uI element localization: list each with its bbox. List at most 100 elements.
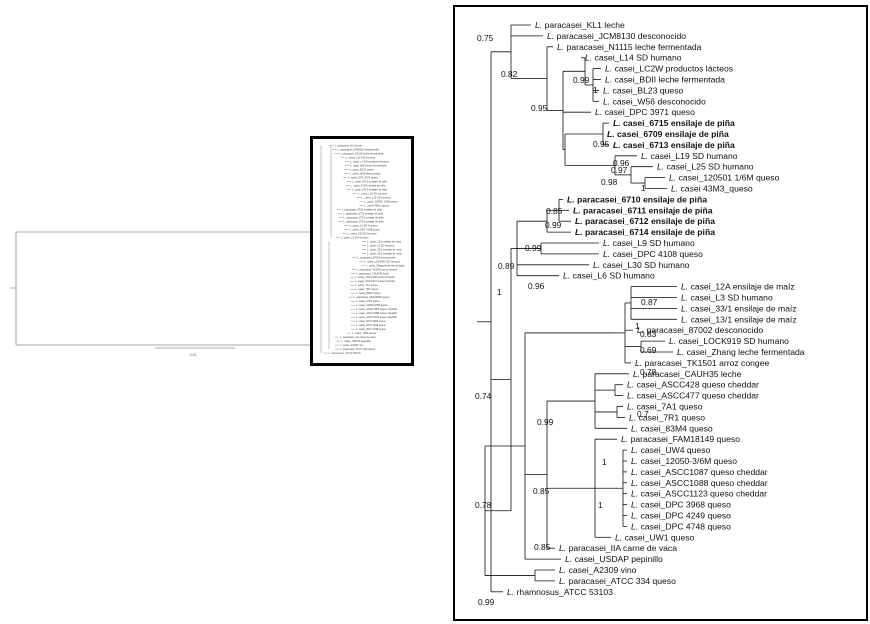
leaf-name: casei_USDAP pepinillo: [575, 554, 663, 564]
leaf-name: casei_L19 SD humano: [651, 151, 738, 161]
leaf-label: L. paracasei_6710 ensilaje de piña: [567, 194, 707, 204]
leaf-name: casei_12050-3/6M queso: [641, 456, 738, 466]
leaf-genus: L.: [669, 336, 679, 346]
leaf-name: casei_L6 SD humano: [573, 271, 655, 281]
leaf-genus: L.: [633, 369, 643, 379]
leaf-label: L. casei_L25 SD humano: [657, 162, 754, 172]
leaf-genus: L.: [631, 456, 641, 466]
mini-leaf-label: L. casei_83M4 queso: [356, 291, 381, 295]
leaf-genus: L.: [629, 412, 639, 422]
mini-leaf-label: L. casei_7A1 queso: [355, 283, 378, 287]
leaf-name: casei 43M3_queso: [681, 184, 753, 194]
support-value: 0.75: [477, 33, 494, 43]
overview-root-branch: [10, 231, 318, 346]
leaf-label: L. paracasei_CAUH35 leche: [633, 369, 742, 379]
mini-leaf-label: L. casei_33/1 ensilaje de maíz: [367, 247, 403, 251]
mini-leaf-label: L. casei_DPC 4249 queso: [356, 323, 387, 327]
leaf-genus: L.: [635, 358, 645, 368]
mini-leaf-label: L. casei_12050-3/6M queso: [356, 303, 389, 307]
leaf-name: casei_L14 SD humano: [595, 53, 682, 63]
leaf-name: casei_7A1 queso: [637, 402, 703, 412]
leaf-genus: L.: [681, 314, 691, 324]
leaf-name: casei_DPC 4108 queso: [613, 249, 704, 259]
leaf-label: L. casei_83M4 queso: [631, 423, 713, 433]
leaf-name: casei_Zhang leche fermentada: [687, 347, 805, 357]
leaf-name: casei_ASCC1088 queso cheddar: [641, 478, 768, 488]
leaf-name: casei_LOCK919 SD humano: [679, 336, 790, 346]
overview-tree: 0.01: [10, 231, 318, 357]
support-value: 0.85: [546, 206, 563, 216]
leaf-label: L. paracasei_IIA carne de vaca: [559, 543, 677, 553]
support-value: 0.82: [501, 69, 518, 79]
leaf-genus: L.: [681, 303, 691, 313]
mini-leaf-label: L. casei_13/1 ensilaje de maíz: [367, 251, 403, 255]
leaf-name: casei_ASCC1123 queso cheddar: [641, 489, 768, 499]
leaf-genus: L.: [559, 576, 569, 586]
leaf-label: L. casei_6713 ensilaje de piña: [613, 140, 735, 150]
support-value: 1: [635, 321, 640, 331]
leaf-name: paracasei_FAM18149 queso: [631, 434, 741, 444]
mini-leaf-label: L. paracasei_N1115 leche fermentada: [340, 152, 384, 156]
leaf-genus: L.: [547, 31, 557, 41]
mini-leaf-label: L. casei_12A ensilaje de maíz: [367, 239, 402, 243]
leaf-genus: L.: [631, 445, 641, 455]
mini-leaf-label: L. casei_LOCK919 SD humano: [364, 259, 401, 263]
leaf-label: L. casei_L3 SD humano: [681, 293, 773, 303]
mini-leaf-label: L. casei_USDAP pepinillo: [341, 339, 371, 343]
leaf-genus: L.: [627, 380, 637, 390]
mini-leaf-label: L. paracasei_6712 ensilaje de piña: [344, 215, 385, 219]
leaf-genus: L.: [627, 391, 637, 401]
leaf-genus: L.: [631, 489, 641, 499]
leaf-label: L. casei_L19 SD humano: [641, 151, 738, 161]
leaf-name: paracasei_JCM8130 desconocido: [557, 31, 687, 41]
leaf-name: casei_L25 SD humano: [667, 162, 754, 172]
support-value: 0.95: [593, 139, 610, 149]
overview-scale-label: 0.01: [190, 353, 197, 357]
mini-leaf-label: L. paracasei_KL1 leche: [335, 144, 363, 148]
leaf-name: casei_6715 ensilaje de piña: [623, 118, 735, 128]
leaf-genus: L.: [507, 587, 517, 597]
leaf-genus: L.: [631, 521, 641, 531]
leaf-genus: L.: [631, 423, 641, 433]
mini-leaf-label: L. casei 43M3_queso: [365, 203, 390, 207]
leaf-label: L. casei_DPC 3971 queso: [595, 107, 695, 117]
leaf-label: L. casei_DPC 4108 queso: [603, 249, 703, 259]
leaf-genus: L.: [563, 271, 573, 281]
overview-scale-bar: 0.01: [155, 347, 235, 357]
support-value: 0.99: [537, 417, 554, 427]
support-value: 0.78: [475, 500, 492, 510]
leaf-label: L. paracasei_FAM18149 queso: [621, 434, 740, 444]
mini-leaf-label: L. casei_BDII leche fermentada: [350, 164, 387, 168]
leaf-genus: L.: [613, 140, 623, 150]
mini-leaf-label: L. casei_ASCC1087 queso cheddar: [356, 307, 397, 311]
leaf-label: L. casei_DPC 3968 queso: [631, 500, 731, 510]
leaf-name: casei_33/1 ensilaje de maíz: [691, 303, 797, 313]
leaf-genus: L.: [657, 162, 667, 172]
leaf-genus: L.: [575, 227, 585, 237]
leaf-label: L. casei_Zhang leche fermentada: [677, 347, 805, 357]
leaf-genus: L.: [637, 325, 647, 335]
mini-leaf-label: L. casei_UW1 queso: [352, 331, 376, 335]
leaf-label: L. casei_L14 SD humano: [585, 53, 682, 63]
leaf-genus: L.: [603, 238, 613, 248]
leaf-genus: L.: [681, 293, 691, 303]
mini-leaf-label: L. casei_W56 desconocido: [350, 172, 382, 176]
leaf-label: L. casei_L9 SD humano: [603, 238, 695, 248]
leaf-name: paracasei_N1115 leche fermentada: [567, 42, 702, 52]
mini-leaf-label: L. casei_ASCC1088 queso cheddar: [356, 311, 397, 315]
leaf-name: casei_L30 SD humano: [603, 260, 690, 270]
leaf-label: L. casei_6715 ensilaje de piña: [613, 118, 735, 128]
support-value: 0.85: [534, 542, 551, 552]
leaf-name: casei_DPC 3968 queso: [641, 500, 732, 510]
leaf-name: casei_6713 ensilaje de piña: [623, 140, 735, 150]
leaf-name: paracasei_IIA carne de vaca: [569, 543, 678, 553]
leaf-label: L. casei_BL23 queso: [603, 85, 683, 95]
leaf-genus: L.: [593, 260, 603, 270]
leaf-label: L. paracasei_ATCC 334 queso: [559, 576, 676, 586]
mini-leaf-label: L. paracasei_IIA carne de vaca: [340, 335, 376, 339]
support-value: 0.99: [525, 243, 542, 253]
leaf-label: L. paracasei_TK1501 arroz congee: [635, 358, 769, 368]
